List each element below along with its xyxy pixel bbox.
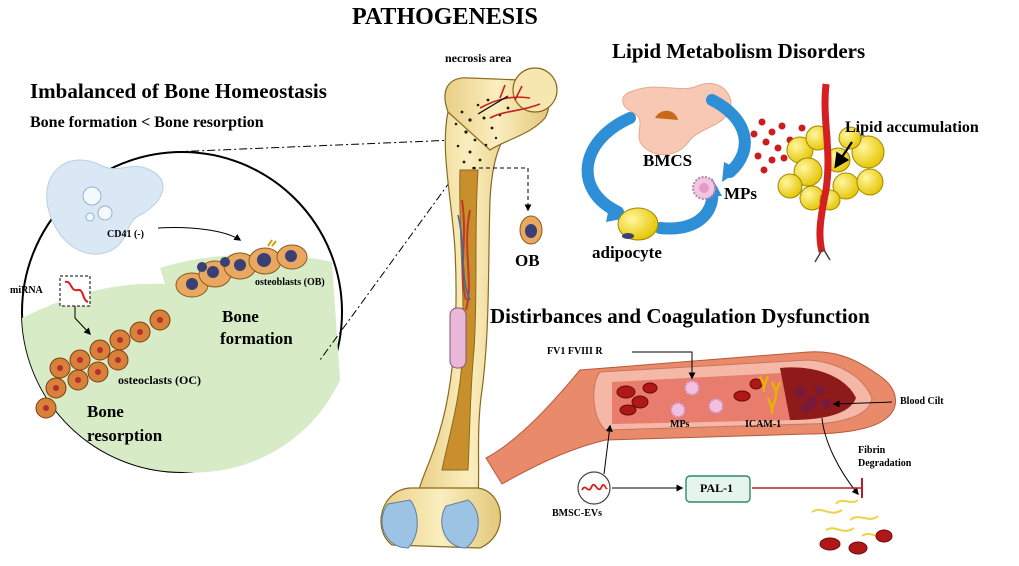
vessel-segment	[485, 351, 896, 485]
adipocyte-cell	[617, 207, 659, 241]
bone-formation-line1: Bone	[222, 307, 259, 326]
bone-resorption-line2: resorption	[87, 426, 163, 445]
evs-to-vessel-arrow	[603, 424, 613, 475]
page-title: PATHOGENESIS	[352, 4, 538, 30]
fibrin-arrow	[821, 417, 859, 496]
icam-receptors	[758, 375, 782, 414]
adipocyte-label: adipocyte	[592, 243, 662, 262]
ob-label: OB	[515, 251, 540, 270]
cd41-arrow	[157, 227, 242, 241]
bone-resorption-line1: Bone	[87, 402, 124, 421]
bmcs-cell	[622, 82, 732, 156]
factors-arrow	[632, 351, 696, 380]
fibrin-fragments	[811, 499, 893, 555]
clot-arrow	[832, 400, 893, 408]
factors-label: FV1 FVIII R	[547, 346, 603, 357]
ob-cell	[519, 215, 543, 245]
pal-label: PAL-1	[700, 481, 734, 495]
vessel-mps-particles	[670, 380, 724, 418]
fibrin-line1: Fibrin	[858, 445, 886, 456]
bmcs-to-adipocyte-arrow	[581, 112, 636, 218]
clot-mass	[794, 385, 831, 413]
mirna-box	[59, 275, 91, 307]
bmcs-label: BMCS	[643, 151, 693, 170]
fibrin-line2: Degradation	[858, 458, 912, 469]
lipid-accumulation-arrow	[834, 141, 853, 169]
mps-particle	[692, 176, 716, 200]
mirna-arrow	[74, 306, 91, 336]
osteoclasts-label: osteoclasts (OC)	[118, 373, 201, 387]
osteoblast-cells	[175, 239, 308, 298]
bmsc-ev-particle	[577, 471, 611, 505]
lipid-heading: Lipid Metabolism Disorders	[612, 39, 866, 63]
zoom-line-top	[171, 139, 456, 153]
blood-clot-label: Blood Cilt	[900, 396, 944, 407]
bone-to-ob-connector	[472, 167, 532, 212]
pal-box	[685, 475, 751, 503]
osteoclast-nuclei	[43, 317, 163, 411]
icam-label: ICAM-1	[745, 419, 782, 430]
necrosis-label: necrosis area	[445, 51, 512, 65]
bmsc-evs-label: BMSC-EVs	[552, 508, 603, 519]
coagulation-heading: Distirbances and Coagulation Dysfunction	[490, 304, 870, 328]
cd41-label: CD41 (-)	[107, 229, 144, 240]
homeostasis-heading: Imbalanced of Bone Homeostasis	[30, 79, 327, 103]
vessel-mps-label: MPs	[670, 419, 690, 430]
femur-bone	[380, 67, 558, 549]
lipid-mps-label: MPs	[724, 184, 758, 203]
bmcs-to-mps-arrow	[706, 94, 751, 178]
zoom-line-bottom	[319, 167, 461, 361]
lipid-accumulation-label: Lipid accumulation	[845, 119, 979, 136]
cd41-cell-shape	[46, 159, 164, 255]
blood-vessel	[816, 83, 832, 253]
bone-matrix-region	[22, 283, 340, 473]
homeostasis-subheading: Bone formation < Bone resorption	[30, 114, 264, 131]
mirna-label: miRNA	[10, 285, 43, 296]
necrosis-pointer	[477, 95, 509, 115]
osteoblasts-label: osteoblasts (OB)	[255, 277, 325, 288]
bone-formation-line2: formation	[220, 329, 293, 348]
